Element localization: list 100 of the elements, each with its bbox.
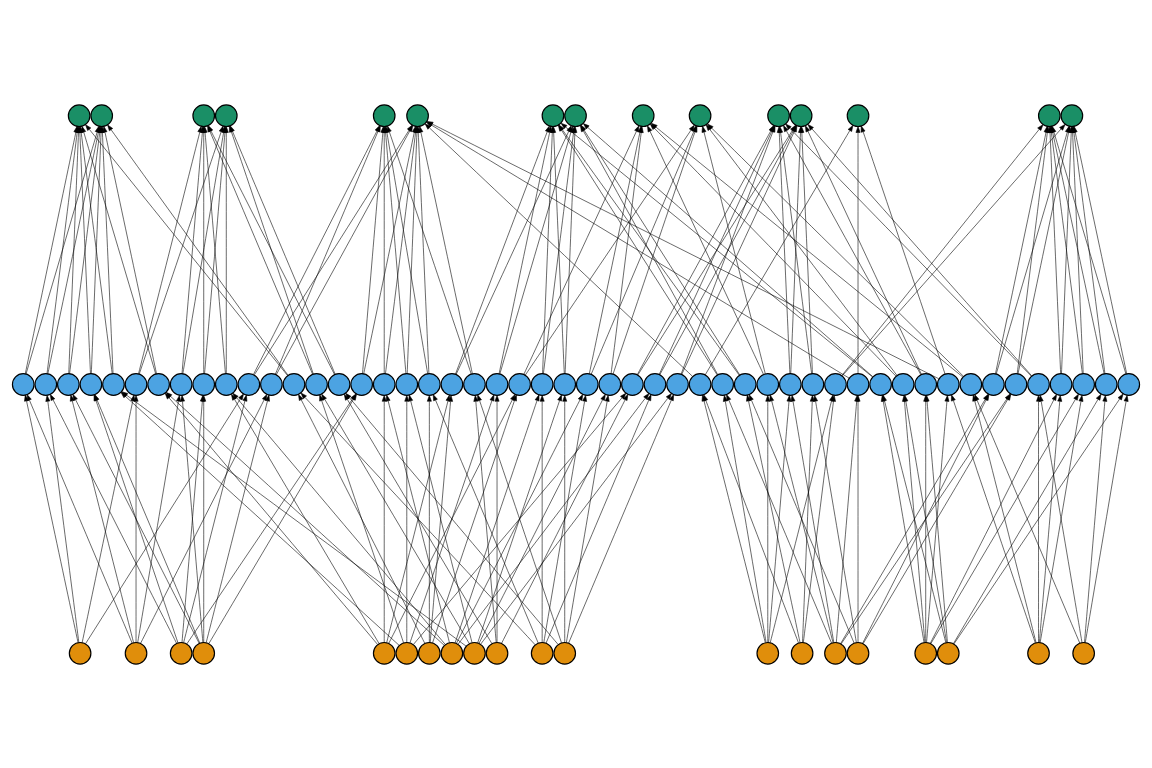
arrow: [473, 394, 497, 643]
node-circle: [260, 372, 283, 396]
node-circle: [305, 372, 328, 396]
node-circle: [530, 372, 554, 396]
node-circle: [733, 372, 757, 396]
node-circle: [90, 103, 114, 127]
node-circle: [417, 641, 441, 665]
node-circle: [1094, 372, 1118, 396]
node-circle: [237, 372, 261, 396]
node-circle: [350, 372, 374, 396]
node-circle: [530, 641, 554, 665]
node-circle: [34, 372, 58, 396]
arrow: [381, 394, 387, 643]
node-circle: [440, 641, 464, 665]
node-circle: [553, 372, 577, 396]
arrow: [429, 394, 453, 643]
arrow: [802, 394, 815, 643]
node-circle: [417, 372, 441, 396]
node-circle: [914, 372, 938, 396]
arrow: [24, 394, 79, 643]
arrow: [45, 394, 80, 643]
node-circle: [688, 372, 712, 396]
node-circle: [372, 641, 396, 665]
arrow: [1039, 394, 1063, 643]
node-circle: [959, 372, 983, 396]
node-circle: [790, 641, 814, 665]
node-circle: [598, 372, 622, 396]
node-circle: [846, 103, 870, 127]
arrow: [408, 394, 473, 643]
arrow: [566, 394, 610, 643]
arrow: [568, 393, 674, 643]
node-circle: [147, 372, 170, 396]
node-circle: [169, 372, 193, 396]
node-circle: [778, 372, 802, 396]
arrow: [746, 394, 801, 643]
arrow: [404, 394, 410, 643]
node-circle: [564, 103, 587, 127]
arrow: [545, 393, 652, 643]
arrow: [133, 394, 139, 643]
node-circle: [508, 372, 531, 396]
node-circle: [214, 372, 238, 396]
node-circle: [372, 372, 396, 396]
node-circle: [11, 372, 35, 396]
node-circle: [688, 103, 712, 127]
node-circle: [711, 372, 735, 396]
node-circle: [846, 372, 870, 396]
node-circle: [936, 372, 960, 396]
node-circle: [1027, 641, 1050, 665]
arrow: [543, 394, 587, 643]
node-circle: [891, 372, 915, 396]
node-circle: [192, 372, 216, 396]
node-circle: [395, 641, 419, 665]
node-circle: [553, 641, 577, 665]
node-circle: [789, 103, 813, 127]
arrow: [409, 394, 495, 643]
node-circle: [463, 372, 486, 396]
arrow: [805, 125, 922, 375]
node-circle: [1072, 372, 1096, 396]
node-circle: [824, 641, 847, 665]
node-circle: [192, 103, 216, 127]
node-circle: [463, 641, 486, 665]
arrow: [1084, 394, 1108, 643]
node-circle: [169, 641, 193, 665]
node-circle: [914, 641, 938, 665]
arrow: [860, 125, 946, 374]
arrow: [765, 394, 771, 643]
arrow: [455, 125, 550, 374]
node-circle: [982, 372, 1005, 396]
node-circle: [801, 372, 825, 396]
node-circle: [575, 372, 599, 396]
node-circle: [631, 103, 655, 127]
arrow: [494, 394, 500, 643]
node-circle: [1117, 372, 1141, 396]
node-circle: [440, 372, 464, 396]
node-circle: [756, 372, 780, 396]
node-circle: [869, 372, 892, 396]
node-circle: [643, 372, 667, 396]
node-circle: [824, 372, 847, 396]
node-circle: [56, 372, 80, 396]
node-circle: [1037, 103, 1061, 127]
node-circle: [1060, 103, 1084, 127]
node-circle: [67, 103, 91, 127]
node-circle: [192, 641, 216, 665]
arrow: [768, 394, 792, 643]
node-circle: [756, 641, 780, 665]
node-circle: [214, 103, 238, 127]
node-circle: [372, 103, 396, 127]
node-circle: [124, 641, 148, 665]
node-circle: [846, 641, 870, 665]
node-circle: [1027, 372, 1050, 396]
node-circle: [666, 372, 689, 396]
node-circle: [1004, 372, 1028, 396]
node-circle: [541, 103, 565, 127]
arrow: [723, 394, 767, 643]
arrow: [539, 394, 545, 643]
arrow: [427, 394, 432, 643]
node-circle: [79, 372, 103, 396]
node-circle: [282, 372, 306, 396]
arrow: [1085, 394, 1129, 643]
arrow: [205, 394, 270, 643]
